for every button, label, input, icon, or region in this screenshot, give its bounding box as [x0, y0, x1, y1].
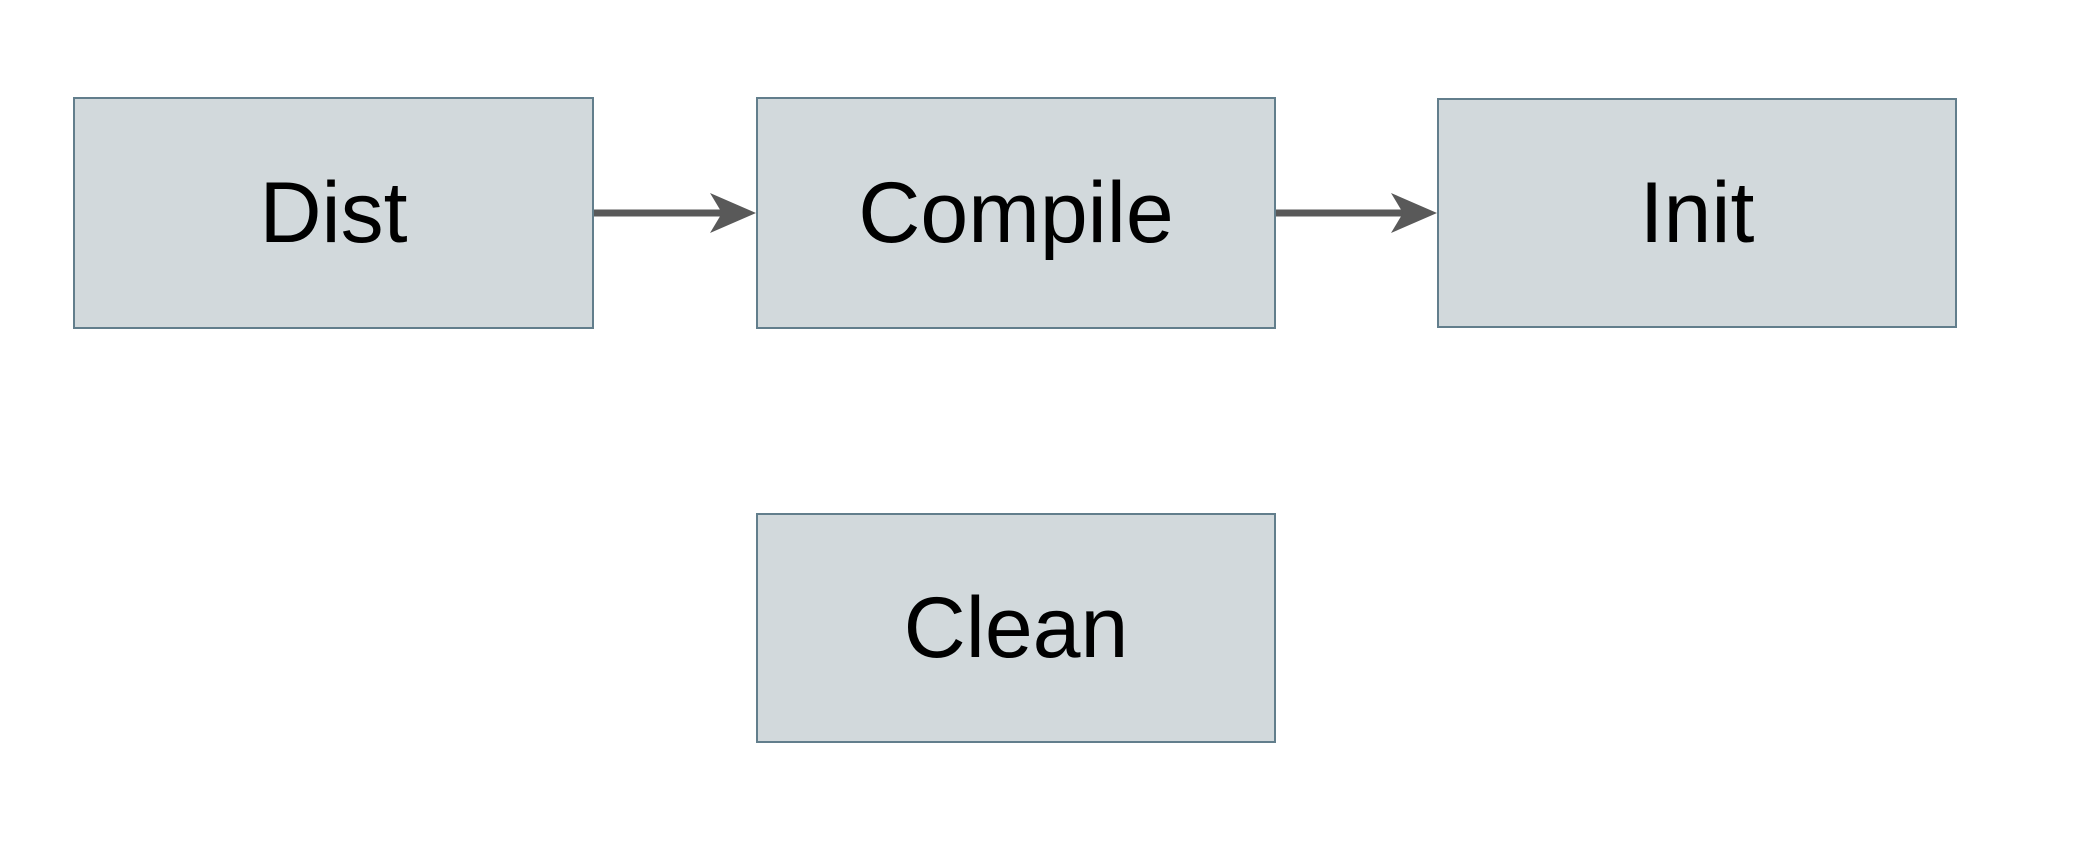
arrow-dist-to-compile-icon: [594, 193, 756, 233]
node-dist-label: Dist: [259, 165, 408, 261]
node-init-label: Init: [1639, 165, 1755, 261]
node-clean-label: Clean: [903, 580, 1129, 676]
node-init: Init: [1437, 98, 1957, 328]
arrow-compile-to-init-icon: [1276, 193, 1437, 233]
node-dist: Dist: [73, 97, 594, 329]
node-compile-label: Compile: [858, 165, 1174, 261]
node-compile: Compile: [756, 97, 1276, 329]
node-clean: Clean: [756, 513, 1276, 743]
